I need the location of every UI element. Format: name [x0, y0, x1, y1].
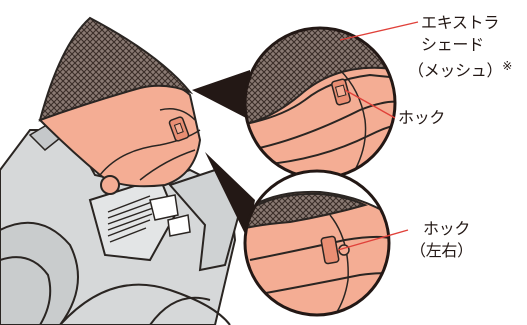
label-hook-top: ホック [398, 108, 445, 127]
label-hook-bottom-line2: （左右） [410, 241, 473, 260]
callout-pointer-top [192, 70, 250, 120]
zoom-circle-top [240, 25, 400, 185]
label-hook-bottom-line1: ホック [423, 219, 470, 238]
label-extra-shade-line3: （メッシュ）※ [408, 57, 512, 80]
zoom-circle-bottom [240, 168, 400, 325]
note-mark: ※ [502, 59, 512, 73]
label-extra-shade-line1: エキストラ [421, 13, 499, 32]
leader-extra-shade [340, 22, 418, 40]
knob [101, 176, 119, 194]
label-extra-shade-line2: シェード [421, 35, 484, 54]
label-mesh: （メッシュ） [408, 61, 502, 80]
stroller-illustration [0, 18, 240, 325]
